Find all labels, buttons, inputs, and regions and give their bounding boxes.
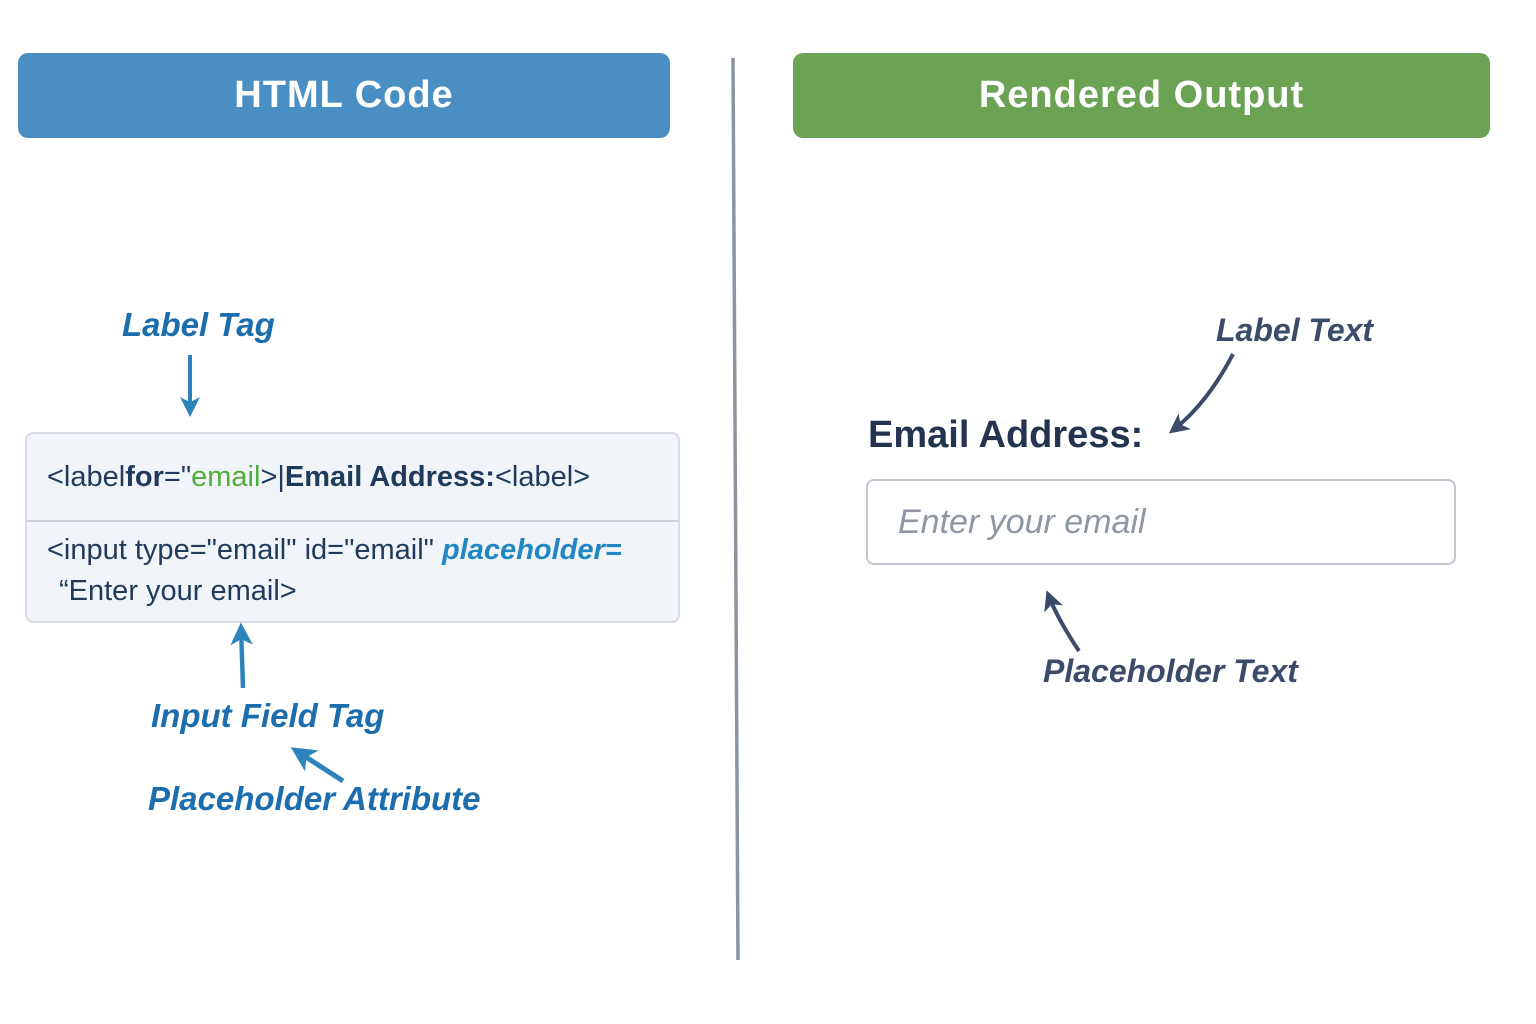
code-line-label: <label for="email>|Email Address:<label>: [27, 434, 678, 522]
code-token-placeholder-attr: placeholder=: [442, 534, 622, 566]
rendered-output-header-label: Rendered Output: [978, 74, 1305, 116]
code-token-eq-quote: =": [163, 460, 192, 493]
html-code-header-label: HTML Code: [234, 74, 454, 116]
placeholder-text-annotation: Placeholder Text: [1043, 653, 1298, 689]
html-code-header: HTML Code: [18, 53, 670, 138]
placeholder-text-arrow: [1044, 590, 1081, 653]
code-token-close-pipe: >|: [260, 460, 285, 493]
code-line-input: <input type="email" id="email" placehold…: [27, 522, 678, 612]
code-token-email-value: email: [191, 460, 261, 493]
code-token-input-open: <input type="email" id="email": [47, 534, 443, 566]
input-field-tag-arrow: [230, 622, 253, 689]
label-text-arrow: [1168, 353, 1235, 434]
code-box: <label for="email>|Email Address:<label>…: [25, 432, 680, 623]
code-token-label-open: <label: [47, 460, 126, 493]
rendered-output-header: Rendered Output: [793, 53, 1490, 138]
label-text-annotation: Label Text: [1216, 312, 1374, 348]
code-token-for-attr: for: [125, 460, 164, 493]
code-token-label-text: Email Address:: [284, 460, 495, 493]
code-token-label-close: <label>: [494, 460, 591, 493]
email-input[interactable]: [866, 479, 1456, 565]
input-field-tag-annotation: Input Field Tag: [151, 697, 385, 734]
placeholder-attribute-arrow: [290, 747, 345, 784]
code-line-input-open: <input type="email" id="email" placehold…: [47, 530, 678, 571]
label-tag-annotation: Label Tag: [122, 306, 275, 343]
code-line-placeholder-value: “Enter your email>: [59, 575, 297, 607]
placeholder-attribute-annotation: Placeholder Attribute: [148, 780, 481, 817]
email-address-label: Email Address:: [868, 414, 1144, 456]
column-divider: [731, 57, 740, 961]
